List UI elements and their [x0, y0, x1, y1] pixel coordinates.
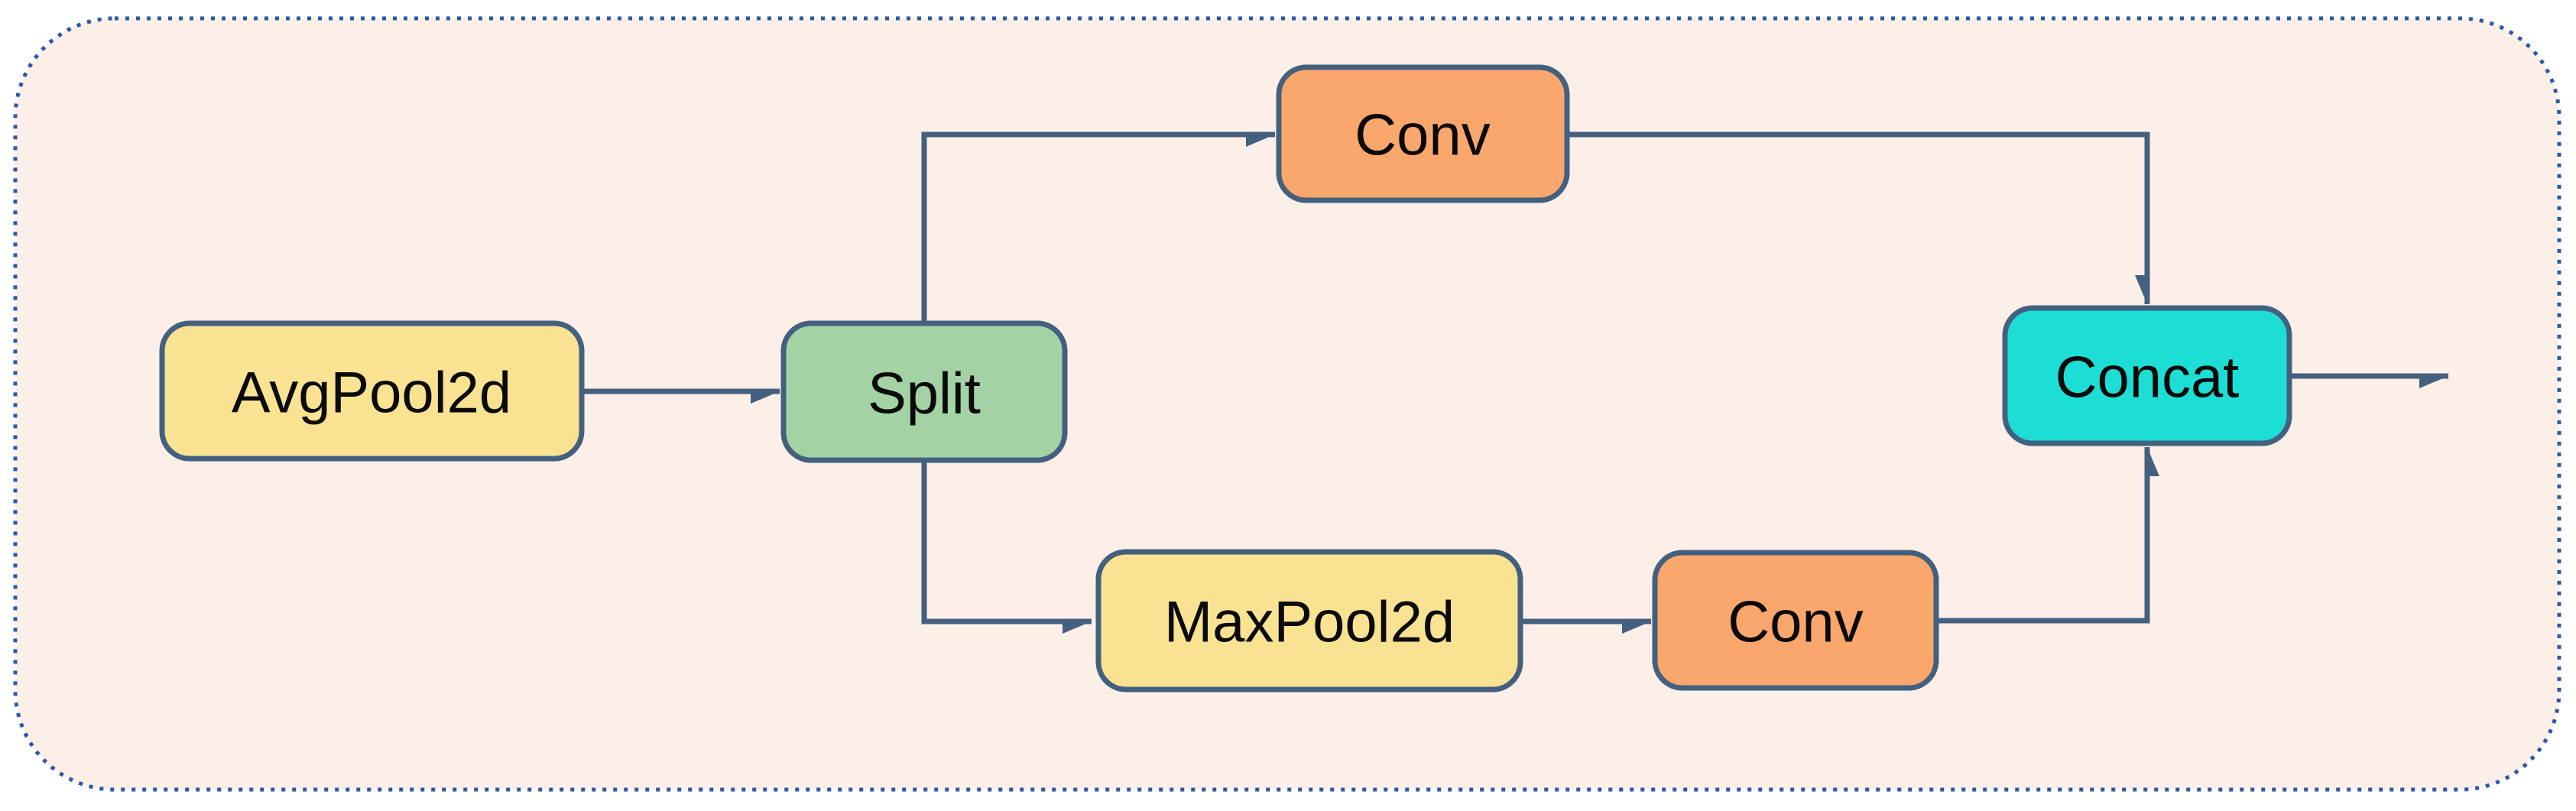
node-conv-bottom: Conv — [1652, 550, 1939, 691]
node-concat-label: Concat — [2055, 345, 2240, 410]
node-conv-top: Conv — [1276, 64, 1570, 203]
node-maxpool2d-box — [1095, 549, 1523, 693]
node-concat-box — [2002, 305, 2292, 446]
node-avgpool2d: AvgPool2d — [159, 320, 585, 462]
edge-conv-bottom-to-concat — [1936, 447, 2147, 624]
node-split: Split — [780, 320, 1068, 463]
node-maxpool2d-label: MaxPool2d — [1164, 590, 1455, 655]
node-concat: Concat — [2002, 305, 2292, 446]
node-conv-bottom-box — [1652, 550, 1939, 691]
node-split-label: Split — [868, 362, 981, 427]
node-conv-top-label: Conv — [1355, 103, 1490, 168]
edge-conv-top-to-concat — [1567, 131, 2150, 304]
node-avgpool2d-box — [159, 320, 585, 462]
node-maxpool2d: MaxPool2d — [1095, 549, 1523, 693]
node-conv-bottom-label: Conv — [1728, 590, 1863, 655]
edge-split-to-maxpool2d — [921, 460, 1092, 621]
node-conv-top-box — [1276, 64, 1570, 203]
node-split-box — [780, 320, 1068, 463]
edge-split-to-conv-top — [921, 131, 1275, 323]
node-avgpool2d-label: AvgPool2d — [232, 361, 511, 426]
